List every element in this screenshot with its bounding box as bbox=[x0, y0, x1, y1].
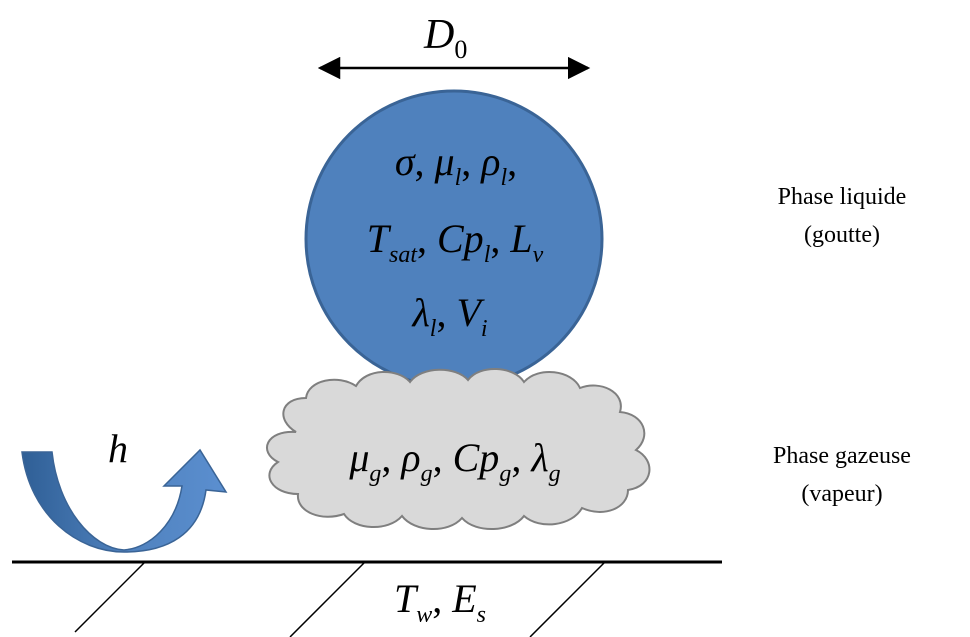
droplet-line-3: λl, Vi bbox=[411, 290, 487, 342]
wall-hatching bbox=[74, 561, 606, 637]
droplet-line-1: σ, μl, ρl, bbox=[395, 139, 517, 191]
vapor-properties: μg, ρg, Cpg, λg bbox=[348, 435, 560, 487]
heat-transfer-arrow bbox=[21, 448, 228, 553]
droplet-line-2: Tsat, Cpl, Lv bbox=[367, 216, 544, 268]
diameter-label: D0 bbox=[423, 12, 467, 64]
vapor-cloud bbox=[266, 367, 651, 531]
gas-phase-note: (vapeur) bbox=[801, 481, 882, 507]
heat-transfer-symbol: h bbox=[108, 426, 128, 471]
liquid-phase-note: (goutte) bbox=[804, 222, 880, 248]
liquid-phase-label: Phase liquide bbox=[778, 184, 907, 210]
gas-phase-label: Phase gazeuse bbox=[773, 443, 911, 469]
wall-properties: Tw, Es bbox=[394, 576, 486, 628]
